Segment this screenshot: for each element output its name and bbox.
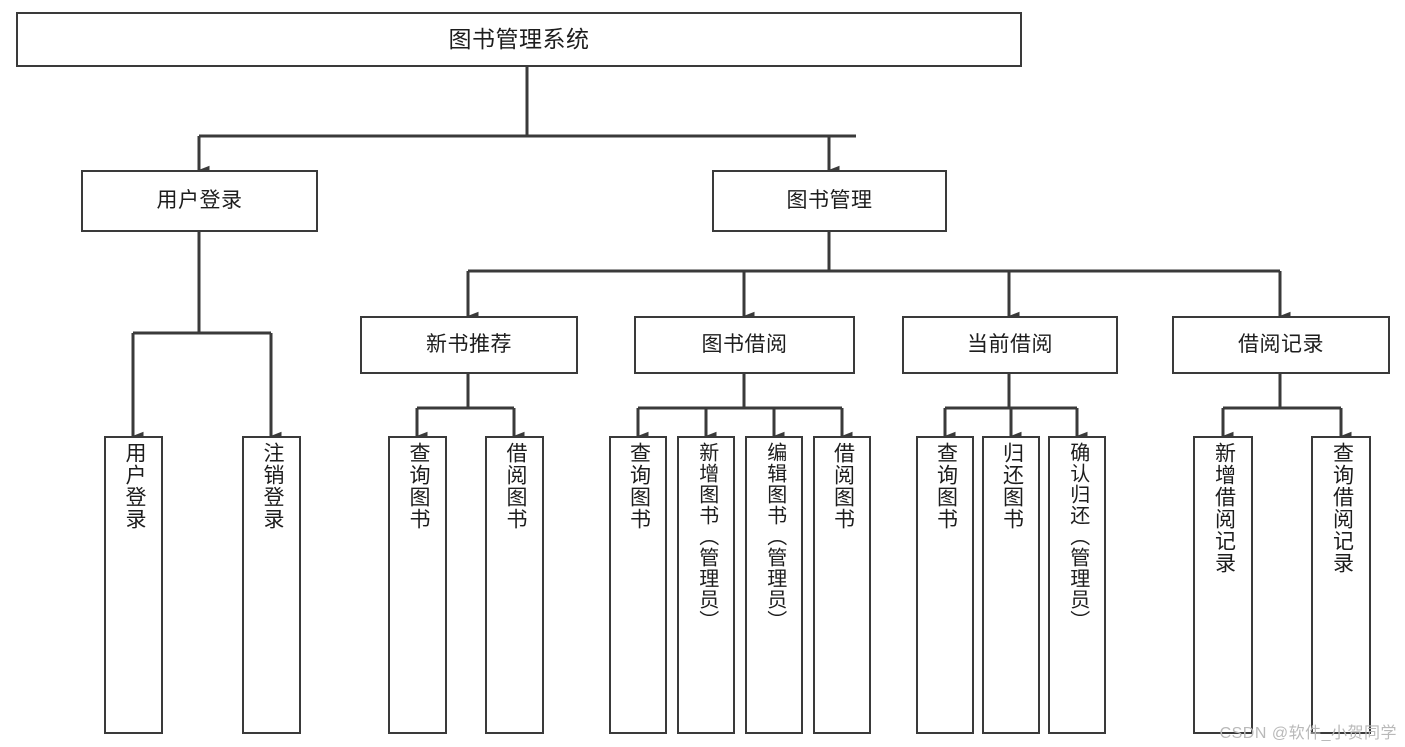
node-label: 图书借阅 [701, 332, 788, 356]
node-label: 借阅图书 [831, 442, 855, 530]
watermark-text: CSDN @软件_小贺同学 [1219, 725, 1397, 742]
node-root-system[interactable]: 图书管理系统 [16, 12, 1022, 67]
node-label: 新增图书（管理员） [695, 442, 718, 631]
leaf-current-return-book[interactable]: 归还图书 [982, 436, 1040, 734]
node-user-login[interactable]: 用户登录 [81, 170, 318, 232]
leaf-record-add-record[interactable]: 新增借阅记录 [1193, 436, 1253, 734]
node-label: 归还图书 [1000, 442, 1024, 530]
node-label: 图书管理 [786, 188, 873, 212]
leaf-borrow-borrow-book[interactable]: 借阅图书 [813, 436, 871, 734]
node-book-borrow[interactable]: 图书借阅 [634, 316, 855, 374]
node-label: 用户登录 [156, 188, 243, 212]
node-label: 新书推荐 [426, 332, 512, 356]
node-label: 查询借阅记录 [1330, 442, 1354, 574]
leaf-borrow-add-book-admin[interactable]: 新增图书（管理员） [677, 436, 735, 734]
leaf-recommend-borrow-book[interactable]: 借阅图书 [485, 436, 544, 734]
node-borrow-record[interactable]: 借阅记录 [1172, 316, 1390, 374]
node-label: 借阅记录 [1238, 332, 1324, 356]
node-label: 当前借阅 [967, 332, 1053, 356]
node-new-book-recommend[interactable]: 新书推荐 [360, 316, 578, 374]
leaf-borrow-query-book[interactable]: 查询图书 [609, 436, 667, 734]
node-label: 确认归还（管理员） [1066, 442, 1089, 631]
node-label: 用户登录 [122, 442, 146, 530]
node-book-management[interactable]: 图书管理 [712, 170, 947, 232]
leaf-current-confirm-return-admin[interactable]: 确认归还（管理员） [1048, 436, 1106, 734]
node-label: 图书管理系统 [448, 26, 590, 53]
leaf-user-login-signin[interactable]: 用户登录 [104, 436, 163, 734]
node-current-borrow[interactable]: 当前借阅 [902, 316, 1118, 374]
leaf-recommend-query-book[interactable]: 查询图书 [388, 436, 447, 734]
node-label: 编辑图书（管理员） [763, 442, 786, 631]
leaf-current-query-book[interactable]: 查询图书 [916, 436, 974, 734]
node-label: 查询图书 [406, 442, 430, 530]
leaf-record-query-record[interactable]: 查询借阅记录 [1311, 436, 1371, 734]
leaf-borrow-edit-book-admin[interactable]: 编辑图书（管理员） [745, 436, 803, 734]
node-label: 新增借阅记录 [1212, 442, 1236, 574]
leaf-user-login-signout[interactable]: 注销登录 [242, 436, 301, 734]
node-label: 查询图书 [627, 442, 651, 530]
node-label: 借阅图书 [503, 442, 527, 530]
node-label: 注销登录 [260, 442, 284, 530]
node-label: 查询图书 [934, 442, 958, 530]
